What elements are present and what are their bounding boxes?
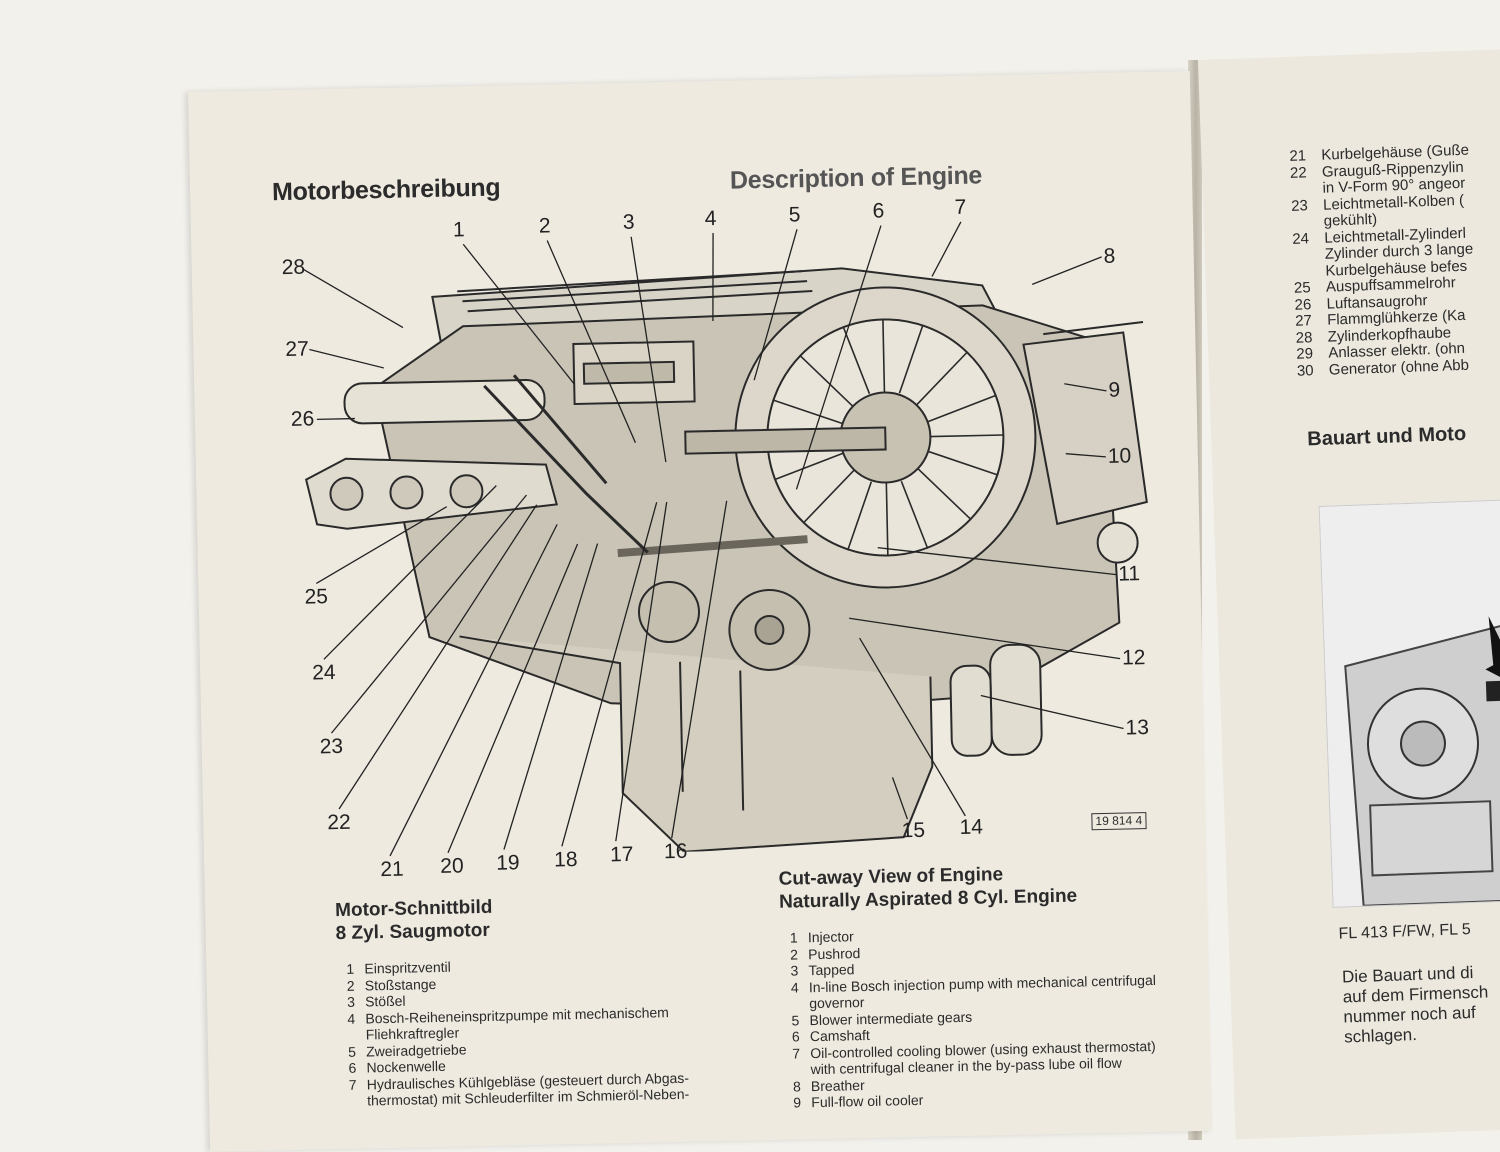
callout-leader-lines: [303, 221, 1124, 857]
caption-german: Motor-Schnittbild 8 Zyl. Saugmotor: [335, 896, 493, 945]
right-page-heading: Bauart und Moto: [1306, 422, 1467, 451]
paragraph-line: schlagen.: [1343, 1024, 1418, 1047]
figure-code: 19 814 4: [1091, 812, 1147, 831]
engine-photo: [1318, 497, 1500, 908]
left-page: Motorbeschreibung Description of Engine: [188, 71, 1212, 1152]
caption-german-line-1: Motor-Schnittbild: [334, 896, 493, 922]
caption-english: Cut-away View of Engine Naturally Aspira…: [778, 862, 1077, 914]
caption-english-line-2: Naturally Aspirated 8 Cyl. Engine: [778, 885, 1078, 913]
engine-photo-illustration: [1319, 498, 1500, 907]
photo-caption: FL 413 F/FW, FL 5: [1338, 921, 1471, 943]
right-paragraph: Die Bauart und di auf dem Firmensch numm…: [1342, 962, 1490, 1047]
engine-cutaway-diagram: [304, 267, 1148, 853]
caption-german-line-2: 8 Zyl. Saugmotor: [335, 919, 490, 945]
